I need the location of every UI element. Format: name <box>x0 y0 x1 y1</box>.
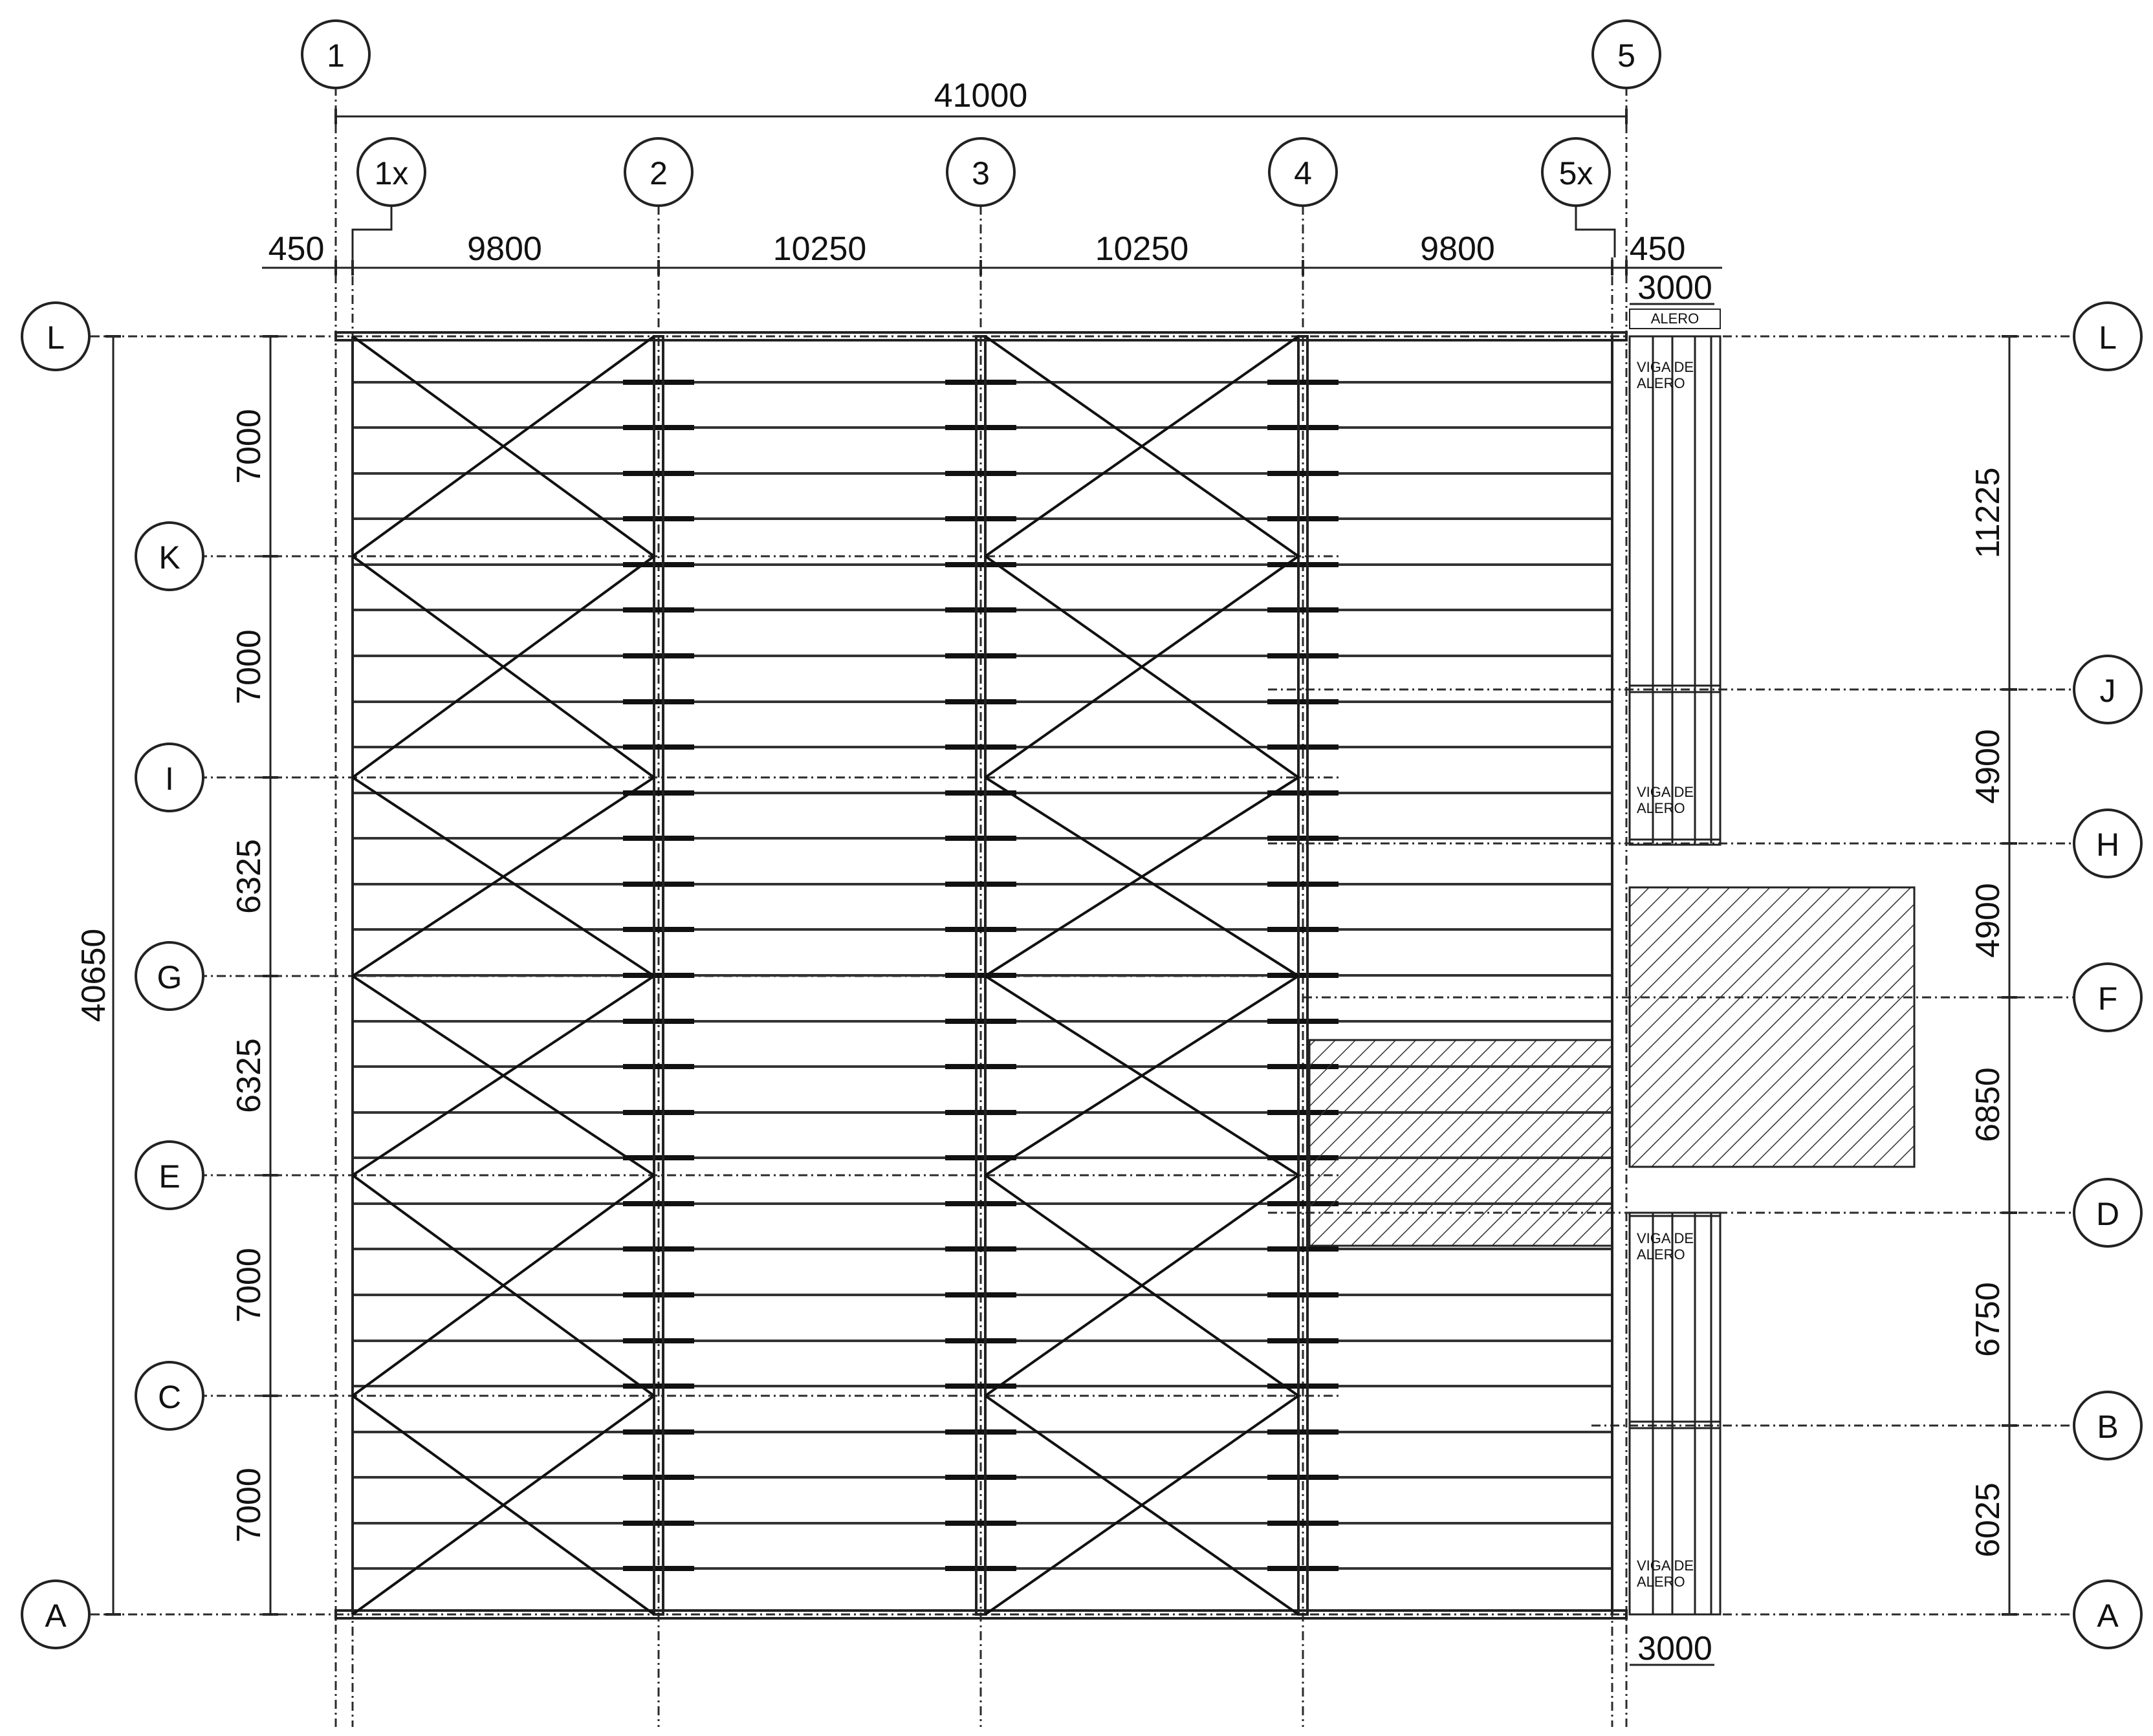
roof-bracing <box>351 335 1300 1616</box>
span-label-0: 450 <box>268 230 325 268</box>
bracing-diagonal <box>984 776 1300 977</box>
eave-strips <box>1628 335 1721 1616</box>
eave-labels: ALERO VIGA DE ALERO VIGA DE ALERO VIGA D… <box>1629 309 1721 1590</box>
span-label-1: 9800 <box>467 230 542 268</box>
hatched-areas <box>1308 886 1916 1247</box>
dimension-lines <box>112 115 2011 1666</box>
axis-bubble-left-C: C <box>158 1379 181 1415</box>
right-span-label-1: 4900 <box>1969 729 2007 804</box>
dimension-ticks <box>105 109 2017 1616</box>
eave-strip-upper <box>1628 335 1721 846</box>
eave-beam-label-3b: ALERO <box>1637 1246 1685 1263</box>
eave-beam-axis-L <box>334 331 1628 342</box>
right-span-label-4: 6750 <box>1969 1282 2007 1357</box>
axis-bubble-left-A: A <box>45 1598 67 1634</box>
eave-beam-label-4a: VIGA DE <box>1637 1557 1694 1574</box>
span-label-5: 450 <box>1630 230 1686 268</box>
bracing-diagonal <box>351 555 655 779</box>
left-span-label-2: 6325 <box>230 839 268 914</box>
bracing-diagonal <box>351 1394 655 1616</box>
bracing-diagonal <box>984 555 1300 779</box>
axis-bubble-right-B: B <box>2097 1409 2118 1445</box>
axis-bubble-3: 3 <box>972 155 990 191</box>
overall-width-label: 41000 <box>934 77 1028 114</box>
bracing-diagonal <box>351 776 655 977</box>
axis-bubble-right-F: F <box>2098 981 2118 1017</box>
axis-bubble-right-J: J <box>2100 673 2116 709</box>
right-span-label-5: 6025 <box>1969 1482 2007 1557</box>
span-label-2: 10250 <box>773 230 867 268</box>
eave-tag-box <box>1629 309 1721 329</box>
eave-beam-label-3a: VIGA DE <box>1637 1230 1694 1246</box>
eave-strip-lower <box>1628 1211 1721 1616</box>
axis-bubble-right-A: A <box>2097 1598 2119 1634</box>
axis-bubble-labels: 1 5 1x 2 3 4 5x L K I G E C A L J H F D … <box>45 38 2119 1634</box>
span-label-3: 10250 <box>1095 230 1189 268</box>
axis-bubble-1: 1 <box>327 38 345 74</box>
axis-bubble-right-D: D <box>2096 1196 2119 1232</box>
eave-tag: ALERO <box>1651 310 1699 327</box>
hatched-area-bay-4 <box>1308 1039 1613 1247</box>
hatched-area-annex <box>1628 886 1916 1168</box>
bracing-diagonal <box>351 1174 655 1397</box>
bracing-diagonal <box>351 975 655 1177</box>
dimension-texts: 41000 450 9800 10250 10250 9800 450 3000… <box>75 77 2007 1667</box>
axis-bubbles <box>21 19 2143 1649</box>
right-span-label-0: 11225 <box>1969 468 2007 559</box>
axis-bubble-right-L: L <box>2099 320 2117 356</box>
eave-beam-label-2b: ALERO <box>1637 800 1685 816</box>
bracing-diagonal <box>984 1174 1300 1397</box>
axis-bubble-left-E: E <box>158 1158 180 1195</box>
eave-beam-axis-A <box>334 1609 1628 1620</box>
axis-bubble-4: 4 <box>1294 155 1312 191</box>
purlin-clips <box>623 380 1339 1571</box>
left-span-label-4: 7000 <box>230 1248 268 1323</box>
eave-beam-label-4b: ALERO <box>1637 1574 1685 1590</box>
axis-5x-leader <box>1575 206 1616 257</box>
axis-bubble-left-G: G <box>157 959 182 995</box>
axis-bubble-left-L: L <box>47 320 65 356</box>
axis-bubble-right-H: H <box>2096 827 2119 863</box>
span-label-4: 9800 <box>1420 230 1495 268</box>
bracing-diagonal <box>984 975 1300 1177</box>
eave-beam-label-2a: VIGA DE <box>1637 784 1694 800</box>
bracing-diagonal <box>984 335 1300 558</box>
axis-bubble-left-K: K <box>158 539 180 576</box>
eave-beam-label-1b: ALERO <box>1637 375 1685 391</box>
bracing-diagonal <box>984 1394 1300 1616</box>
overall-height-label: 40650 <box>75 929 113 1023</box>
bracing-diagonal <box>351 335 655 558</box>
axis-bubble-2: 2 <box>650 155 668 191</box>
eave-width-top-label: 3000 <box>1637 269 1712 307</box>
axis-1x-leader <box>351 206 393 257</box>
left-span-label-3: 6325 <box>230 1038 268 1113</box>
left-span-label-1: 7000 <box>230 629 268 704</box>
axis-bubble-5x: 5x <box>1559 155 1593 191</box>
axis-bubble-5: 5 <box>1617 38 1635 74</box>
axis-bubble-1x: 1x <box>375 155 409 191</box>
left-span-label-0: 7000 <box>230 409 268 484</box>
eave-width-bottom-label: 3000 <box>1637 1630 1712 1667</box>
left-span-label-5: 7000 <box>230 1468 268 1543</box>
eave-beam-label-1a: VIGA DE <box>1637 359 1694 375</box>
right-span-label-3: 6850 <box>1969 1067 2007 1142</box>
axis-bubble-left-I: I <box>165 761 174 797</box>
right-span-label-2: 4900 <box>1969 883 2007 958</box>
